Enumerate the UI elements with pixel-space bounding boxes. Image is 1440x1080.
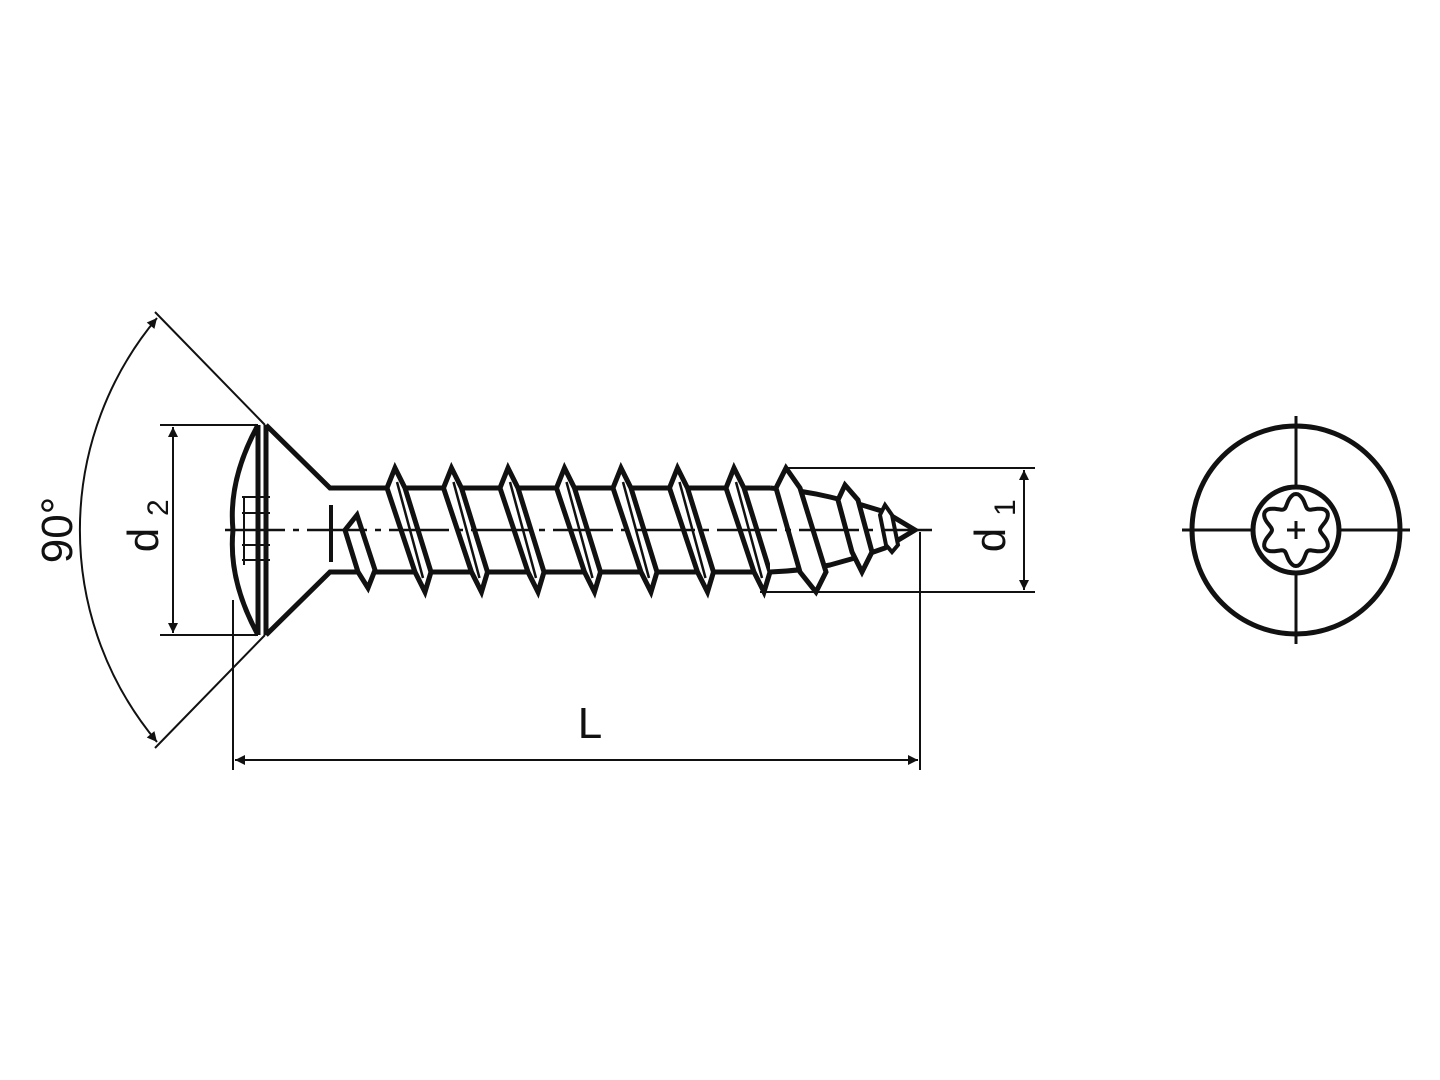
screw-head-top-view bbox=[1182, 416, 1410, 644]
angle-extension-bottom bbox=[154, 634, 266, 749]
angle-extension-top bbox=[154, 311, 266, 426]
d2-symbol: d bbox=[119, 528, 168, 552]
length-label: L bbox=[578, 699, 602, 748]
angle-label: 90° bbox=[33, 497, 82, 564]
d2-subscript: 2 bbox=[142, 499, 175, 516]
angle-arc bbox=[78, 317, 158, 743]
thread-flank-line bbox=[452, 481, 481, 579]
d1-subscript: 1 bbox=[989, 499, 1022, 516]
screw-side-view bbox=[78, 311, 1035, 770]
countersink-cone bbox=[264, 423, 385, 491]
d1-label: d 1 bbox=[966, 499, 1022, 552]
d2-label: d 2 bbox=[119, 499, 175, 552]
d1-symbol: d bbox=[966, 528, 1015, 552]
